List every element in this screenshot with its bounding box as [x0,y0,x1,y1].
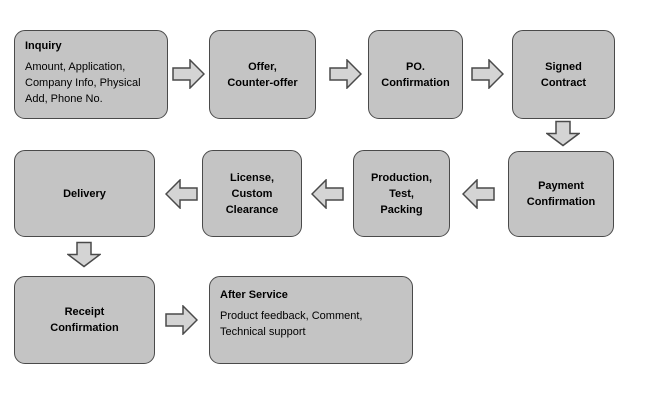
arrow-left-icon [462,179,495,209]
node-inquiry: Inquiry Amount, Application, Company Inf… [14,30,168,119]
node-title: Offer, Counter-offer [227,60,298,89]
arrow-left-icon [311,179,344,209]
node-after-service: After Service Product feedback, Comment,… [209,276,413,364]
node-license-custom-clearance: License, Custom Clearance [202,150,302,237]
node-title: Inquiry [25,40,62,52]
node-offer-counter-offer: Offer, Counter-offer [209,30,316,119]
node-title: Delivery [63,187,106,200]
node-delivery: Delivery [14,150,155,237]
arrow-down-icon [546,120,580,147]
arrow-right-icon [165,305,198,335]
node-title: Payment Confirmation [526,180,596,208]
arrow-down-icon [67,241,101,268]
node-title: After Service [220,289,288,301]
node-signed-contract: Signed Contract [512,30,615,119]
arrow-left-icon [165,179,198,209]
node-title: PO. Confirmation [381,60,450,89]
node-body: Amount, Application, Company Info, Physi… [25,61,141,105]
node-po-confirmation: PO. Confirmation [368,30,463,119]
node-receipt-confirmation: Receipt Confirmation [14,276,155,364]
node-title: Signed Contract [540,60,587,89]
node-title: License, Custom Clearance [225,171,279,216]
node-production-test-packing: Production, Test, Packing [353,150,450,237]
node-title: Production, Test, Packing [370,171,433,216]
node-payment-confirmation: Payment Confirmation [508,151,614,237]
node-body: Product feedback, Comment, Technical sup… [220,310,363,338]
arrow-right-icon [471,59,504,89]
arrow-right-icon [329,59,362,89]
arrow-right-icon [172,59,205,89]
node-title: Receipt Confirmation [50,306,119,334]
